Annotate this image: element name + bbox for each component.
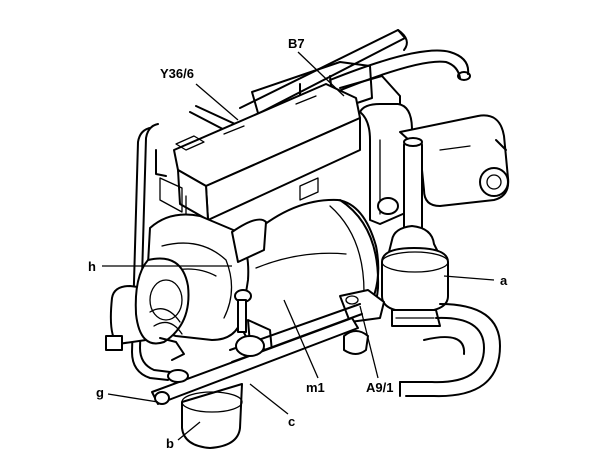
leader-g (107, 393, 159, 403)
label-y36-6: Y36/6 (160, 66, 194, 81)
label-b7: B7 (288, 36, 305, 51)
end-cap (105, 257, 190, 361)
pipe-fitting (399, 114, 510, 207)
pressure-reservoir (381, 137, 449, 327)
leader-a9 (359, 305, 379, 379)
solenoid-valve-block (159, 83, 361, 237)
label-m1: m1 (306, 380, 325, 395)
leader-y36 (195, 83, 239, 121)
loop-pipe (399, 303, 501, 398)
leader-m1 (283, 299, 319, 379)
label-b: b (166, 436, 174, 451)
pump-motor (236, 198, 385, 353)
label-h: h (88, 259, 96, 274)
label-a: a (500, 273, 508, 288)
lower-pipes (151, 303, 363, 405)
label-a9-1: A9/1 (366, 380, 393, 395)
leader-b (177, 421, 201, 441)
sensor-bracket (339, 75, 413, 225)
leader-lines (102, 51, 495, 441)
callout-labels: Y36/6 B7 h a g b c m1 A9/1 (88, 36, 508, 451)
leader-c (249, 383, 289, 415)
leader-b7 (297, 51, 345, 97)
leader-a (443, 275, 495, 281)
label-c: c (288, 414, 295, 429)
label-g: g (96, 385, 104, 400)
